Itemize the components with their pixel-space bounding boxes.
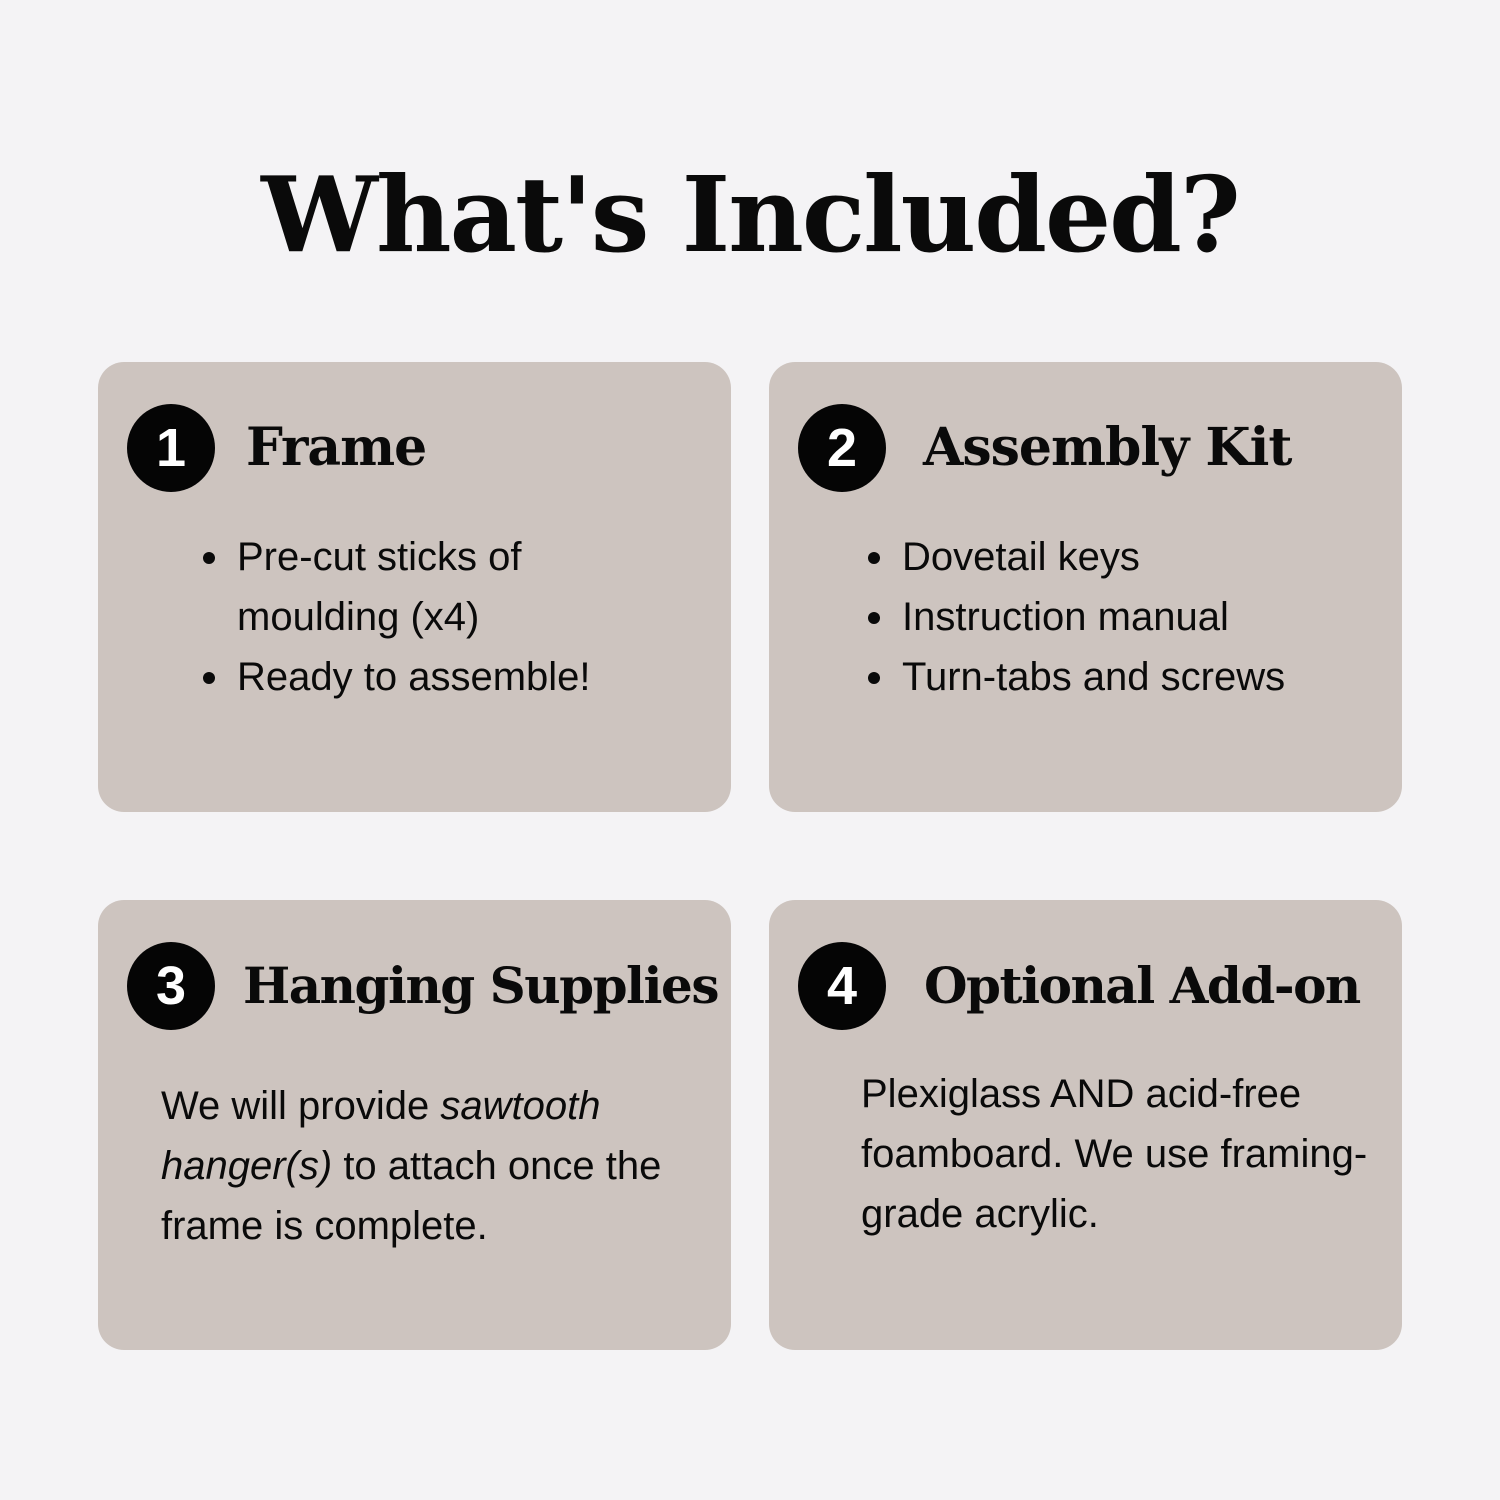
number-badge: 2 — [798, 404, 886, 492]
card-description: We will provide sawtooth hanger(s) to at… — [161, 1076, 701, 1256]
card-hanging-supplies: 3 Hanging Supplies We will provide sawto… — [98, 900, 731, 1350]
bullet-list: Dovetail keys Instruction manual Turn-ta… — [865, 527, 1385, 707]
description-text: We will provide — [161, 1084, 441, 1128]
number-badge: 4 — [798, 942, 886, 1030]
description-text: to attach once the frame is complete. — [161, 1144, 662, 1248]
description-emphasis: sawtooth hanger(s) — [161, 1084, 601, 1188]
number-badge: 3 — [127, 942, 215, 1030]
card-title: Assembly Kit — [923, 417, 1292, 478]
card-title: Optional Add-on — [924, 956, 1361, 1015]
card-optional-add-on: 4 Optional Add-on Plexiglass AND acid-fr… — [769, 900, 1402, 1350]
list-item: Pre-cut sticks of moulding (x4) — [200, 527, 680, 647]
card-assembly-kit: 2 Assembly Kit Dovetail keys Instruction… — [769, 362, 1402, 812]
list-item: Turn-tabs and screws — [865, 647, 1385, 707]
list-item: Dovetail keys — [865, 527, 1385, 587]
bullet-list: Pre-cut sticks of moulding (x4) Ready to… — [200, 527, 680, 707]
card-description: Plexiglass AND acid-free foamboard. We u… — [861, 1072, 1368, 1236]
number-badge: 1 — [127, 404, 215, 492]
list-item: Instruction manual — [865, 587, 1385, 647]
page-title: What's Included? — [261, 153, 1241, 276]
card-title: Frame — [246, 417, 427, 478]
card-frame: 1 Frame Pre-cut sticks of moulding (x4) … — [98, 362, 731, 812]
card-title: Hanging Supplies — [243, 956, 720, 1015]
list-item: Ready to assemble! — [200, 647, 680, 707]
